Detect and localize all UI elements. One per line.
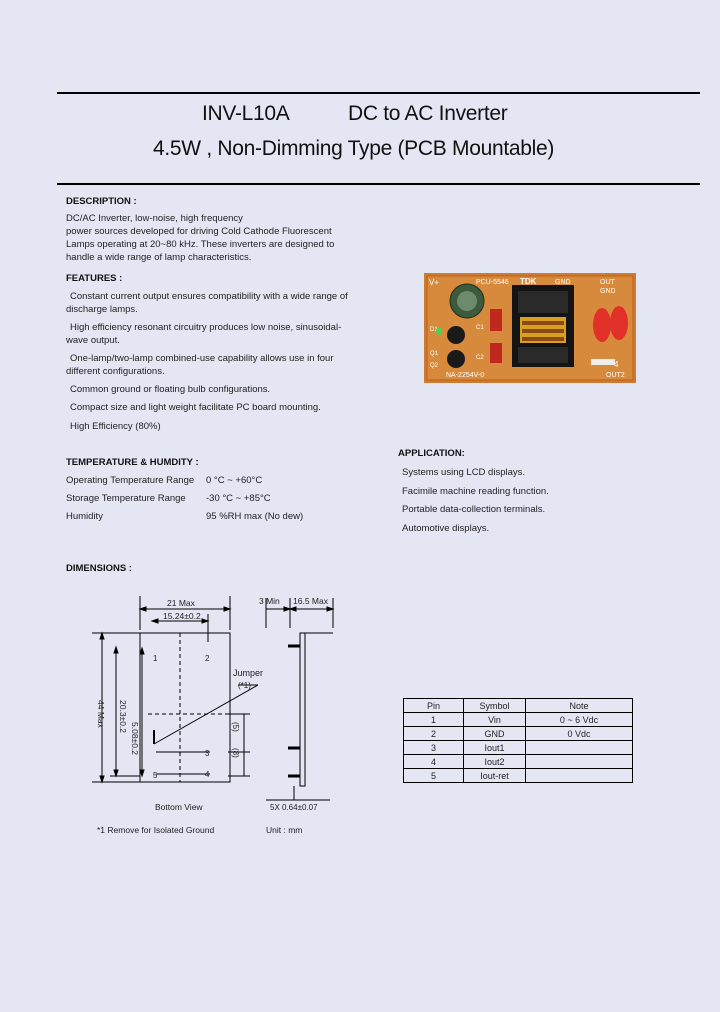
- dimension-drawing: 21 Max 15.24±0.2 1 2 3 4 5 44 Max 20.3±0…: [92, 596, 335, 812]
- pitch-long-label: 20.3±0.2: [118, 700, 128, 733]
- table-cell: 1: [403, 712, 464, 727]
- table-row: 3 Iout1: [403, 740, 633, 755]
- height-max-label: 44 Max: [96, 700, 106, 729]
- pin-size-label: 5X 0.64±0.07: [270, 803, 318, 812]
- pcb-label: GND: [600, 288, 616, 295]
- description-line: handle a wide range of lamp characterist…: [66, 252, 252, 263]
- application-line: Automotive displays.: [402, 523, 490, 534]
- temperature-value: -30 °C ~ +85°C: [206, 493, 271, 504]
- top-rule: [57, 92, 700, 94]
- feature-line: One-lamp/two-lamp combined-use capabilit…: [70, 353, 334, 364]
- pcb-label: OUT2: [606, 372, 625, 379]
- table-cell: 0 ~ 6 Vdc: [525, 712, 633, 727]
- table-row: 5 Iout-ret: [403, 768, 633, 783]
- description-line: Lamps operating at 20~80 kHz. These inve…: [66, 239, 335, 250]
- pcb-label: C2: [476, 355, 484, 361]
- thick-max-label: 16.5 Max: [293, 596, 329, 606]
- application-line: Systems using LCD displays.: [402, 467, 526, 478]
- pin-number: 5: [153, 771, 158, 780]
- table-cell: Iout1: [463, 740, 526, 755]
- feature-line: wave output.: [66, 335, 120, 346]
- features-heading: FEATURES :: [66, 273, 123, 284]
- table-cell: Iout2: [463, 754, 526, 769]
- pin-number: 1: [153, 654, 158, 663]
- temperature-heading: TEMPERATURE & HUMDITY :: [66, 457, 199, 468]
- application-line: Portable data-collection terminals.: [402, 504, 546, 515]
- column-header: Pin: [403, 698, 464, 713]
- pin-table: Pin Symbol Note 1 Vin 0 ~ 6 Vdc 2 GND 0 …: [403, 698, 633, 783]
- description-line: power sources developed for driving Cold…: [66, 226, 332, 237]
- feature-line: Compact size and light weight facilitate…: [70, 402, 321, 413]
- feature-line: discharge lamps.: [66, 304, 138, 315]
- temperature-value: 0 °C ~ +60°C: [206, 475, 263, 486]
- pcb-label: C1: [476, 325, 484, 331]
- jumper-note: (*1): [238, 681, 251, 690]
- pitch-short-label: 5.08±0.2: [130, 722, 140, 755]
- unit-label: Unit : mm: [266, 825, 303, 835]
- description-line: DC/AC Inverter, low-noise, high frequenc…: [66, 213, 243, 224]
- model-name: INV-L10A: [202, 102, 290, 125]
- header-bottom-rule: [57, 183, 700, 185]
- feature-line: different configurations.: [66, 366, 165, 377]
- description-heading: DESCRIPTION :: [66, 196, 137, 207]
- pin-number: 4: [205, 770, 210, 779]
- table-cell: 3: [403, 740, 464, 755]
- pcb-label: 4: [614, 360, 619, 369]
- application-heading: APPLICATION:: [398, 448, 465, 459]
- pcb-label: OUT: [600, 279, 616, 286]
- table-header-row: Pin Symbol Note: [403, 698, 633, 713]
- width-max-label: 21 Max: [167, 598, 196, 608]
- pcb-label: GND: [555, 279, 571, 286]
- pcb-label: V+: [429, 278, 439, 287]
- dimensions-heading: DIMENSIONS :: [66, 563, 132, 574]
- temperature-value: 95 %RH max (No dew): [206, 511, 304, 522]
- table-cell: [525, 768, 633, 783]
- table-row: 4 Iout2: [403, 754, 633, 769]
- page-subtitle: 4.5W , Non-Dimming Type (PCB Mountable): [153, 137, 555, 160]
- table-cell: GND: [463, 726, 526, 741]
- pcb-label: Q2: [430, 363, 439, 369]
- pcb-silk-top: PCU-5546: [476, 279, 509, 286]
- table-cell: [525, 740, 633, 755]
- thick-min-label: 3 Min: [259, 596, 280, 606]
- pin-pitch-label: 15.24±0.2: [163, 611, 201, 621]
- pcb-photo: V+ PCU-5546 TDK GND OUT GND 4 OUT2 D1 Q1…: [424, 273, 636, 383]
- pcb-brand: TDK: [520, 277, 537, 286]
- pcb-silk-bottom: NA-2254V-0: [446, 372, 484, 379]
- jumper-label: Jumper: [233, 668, 263, 678]
- temperature-label: Humidity: [66, 511, 103, 522]
- table-cell: 2: [403, 726, 464, 741]
- product-type: DC to AC Inverter: [348, 102, 508, 125]
- table-row: 1 Vin 0 ~ 6 Vdc: [403, 712, 633, 727]
- temperature-label: Operating Temperature Range: [66, 475, 195, 486]
- pin-number: 3: [205, 749, 210, 758]
- dim-a-label: (5): [231, 722, 240, 732]
- table-cell: 5: [403, 768, 464, 783]
- dim-b-label: (8): [231, 748, 240, 758]
- table-cell: Iout-ret: [463, 768, 526, 783]
- pin-number: 2: [205, 654, 210, 663]
- table-cell: Vin: [463, 712, 526, 727]
- table-cell: 0 Vdc: [525, 726, 633, 741]
- table-cell: [525, 754, 633, 769]
- footnote: *1 Remove for Isolated Ground: [97, 825, 215, 835]
- column-header: Symbol: [463, 698, 526, 713]
- feature-line: High Efficiency (80%): [70, 421, 161, 432]
- feature-line: Constant current output ensures compatib…: [70, 291, 348, 302]
- column-header: Note: [525, 698, 633, 713]
- table-row: 2 GND 0 Vdc: [403, 726, 633, 741]
- feature-line: Common ground or floating bulb configura…: [70, 384, 271, 395]
- table-cell: 4: [403, 754, 464, 769]
- temperature-label: Storage Temperature Range: [66, 493, 186, 504]
- feature-line: High efficiency resonant circuitry produ…: [70, 322, 342, 333]
- bottom-view-label: Bottom View: [155, 802, 203, 812]
- pcb-label: Q1: [430, 351, 439, 357]
- application-line: Facimile machine reading function.: [402, 486, 549, 497]
- pcb-label: D1: [430, 327, 438, 333]
